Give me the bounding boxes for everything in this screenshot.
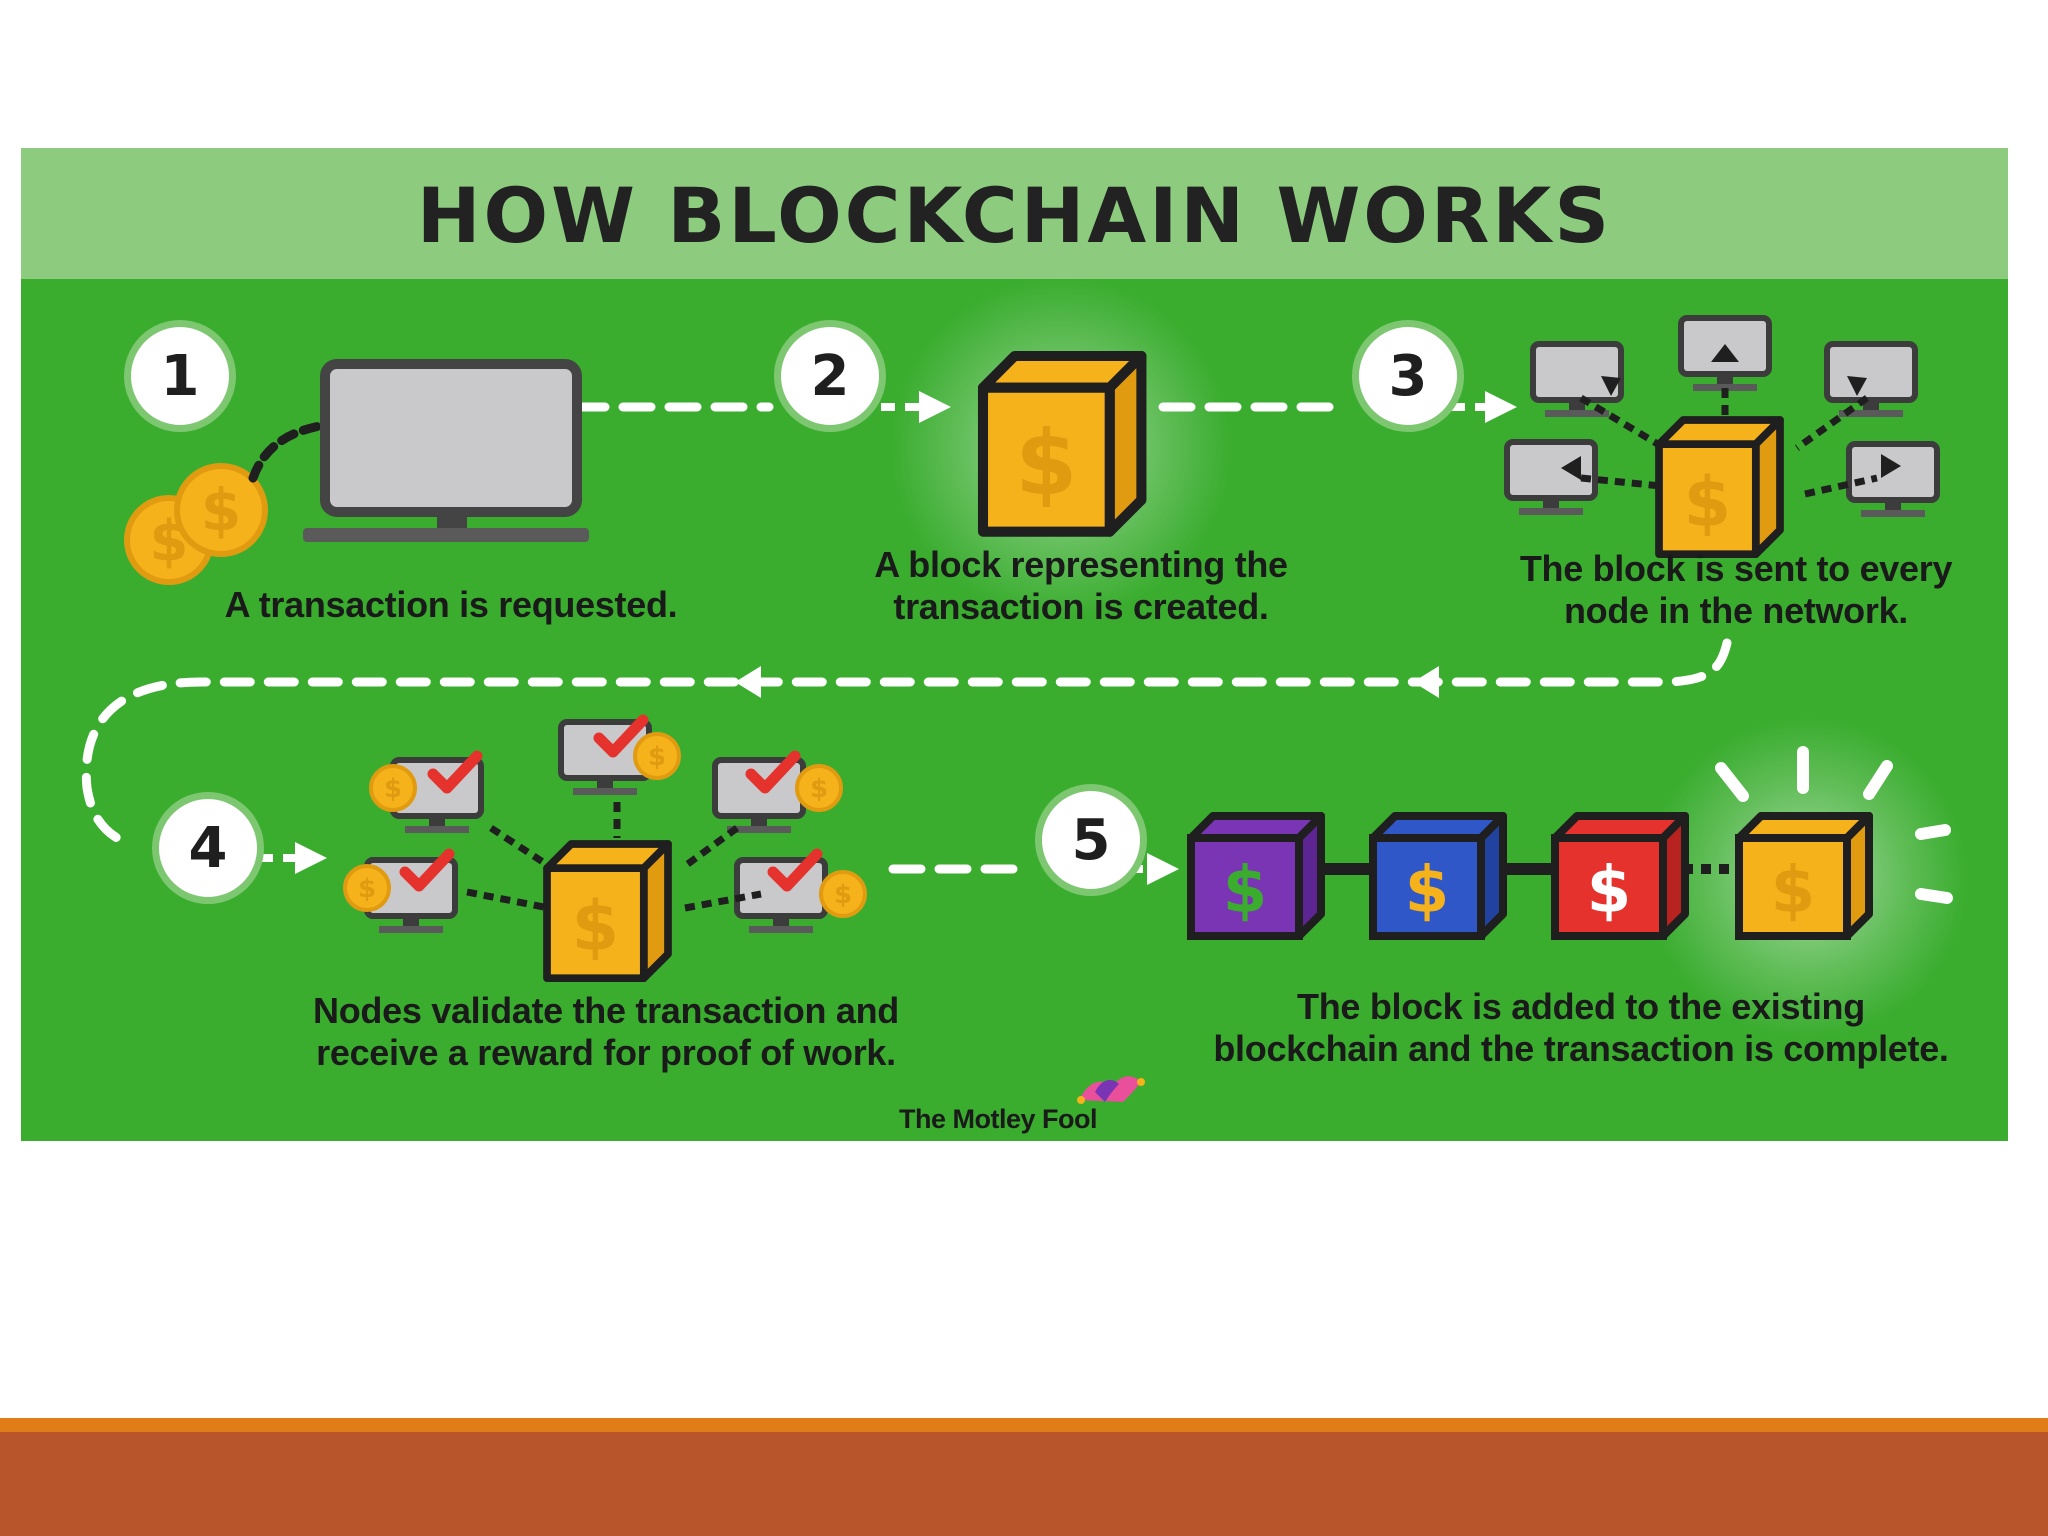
- step-1-caption: A transaction is requested.: [171, 584, 731, 626]
- red-block-icon: $: [1551, 812, 1689, 940]
- diagram-art: $ $: [81, 278, 1967, 1104]
- step-number-5: 5: [1035, 784, 1147, 896]
- coin-icon: [795, 764, 843, 812]
- blue-block-icon: $: [1369, 812, 1507, 940]
- coin-icon: [369, 764, 417, 812]
- monitor-icon: [303, 359, 589, 542]
- return-arrow-1: [1413, 666, 1439, 698]
- coin-icon: $: [174, 463, 268, 557]
- caption-line: The block is added to the existing: [1297, 986, 1865, 1027]
- jester-hat-icon: [1077, 1076, 1145, 1104]
- svg-text:$: $: [1405, 854, 1450, 928]
- caption-line: A transaction is requested.: [224, 584, 678, 625]
- coin-icon: [633, 732, 681, 780]
- step-2-caption: A block representing the transaction is …: [811, 544, 1351, 628]
- svg-text:$: $: [1587, 854, 1632, 928]
- coin-icon: [819, 870, 867, 918]
- dollar-block-icon: [983, 356, 1141, 532]
- caption-line: receive a reward for proof of work.: [316, 1032, 896, 1073]
- light-rays: [1715, 746, 1953, 904]
- blockchain-infographic: HOW BLOCKCHAIN WORKS $: [21, 148, 2008, 1141]
- monitor-icon: [737, 860, 825, 933]
- gold-block-icon: $: [1735, 812, 1873, 940]
- caption-line: node in the network.: [1563, 590, 1909, 631]
- caption-line: Nodes validate the transaction and: [313, 990, 899, 1031]
- step-number-3: 3: [1352, 320, 1464, 432]
- caption-line: The block is sent to every: [1519, 548, 1953, 589]
- caption-line: transaction is created.: [893, 586, 1269, 627]
- step-3-caption: The block is sent to every node in the n…: [1441, 548, 2008, 632]
- infographic-title: HOW BLOCKCHAIN WORKS: [416, 171, 1613, 260]
- return-path: [81, 638, 1732, 843]
- step-number-4: 4: [152, 792, 264, 904]
- header-band: [21, 148, 2008, 279]
- step-4-caption: Nodes validate the transaction and recei…: [271, 990, 941, 1074]
- svg-text:$: $: [1771, 854, 1816, 928]
- footer-band: [0, 1432, 2048, 1536]
- step-5-caption: The block is added to the existing block…: [1171, 986, 1991, 1070]
- purple-block-icon: $: [1187, 812, 1325, 940]
- dollar-block-icon: [1659, 420, 1780, 554]
- footer-accent-line: [0, 1418, 2048, 1432]
- svg-text:$: $: [1223, 854, 1268, 928]
- step-number-2: 2: [774, 320, 886, 432]
- caption-line: blockchain and the transaction is comple…: [1213, 1028, 1949, 1069]
- dollar-block-icon: [547, 844, 668, 978]
- coin-icon: [343, 864, 391, 912]
- svg-text:$: $: [201, 476, 241, 544]
- monitor-icon: [715, 760, 803, 833]
- monitor-icon: [1827, 344, 1915, 417]
- network-step-3: [1507, 318, 1937, 554]
- caption-line: A block representing the: [874, 544, 1288, 585]
- return-arrow-2: [735, 666, 761, 698]
- motley-fool-logo: The Motley Fool: [899, 1104, 1098, 1134]
- network-step-4: [343, 720, 867, 978]
- step-number-1: 1: [124, 320, 236, 432]
